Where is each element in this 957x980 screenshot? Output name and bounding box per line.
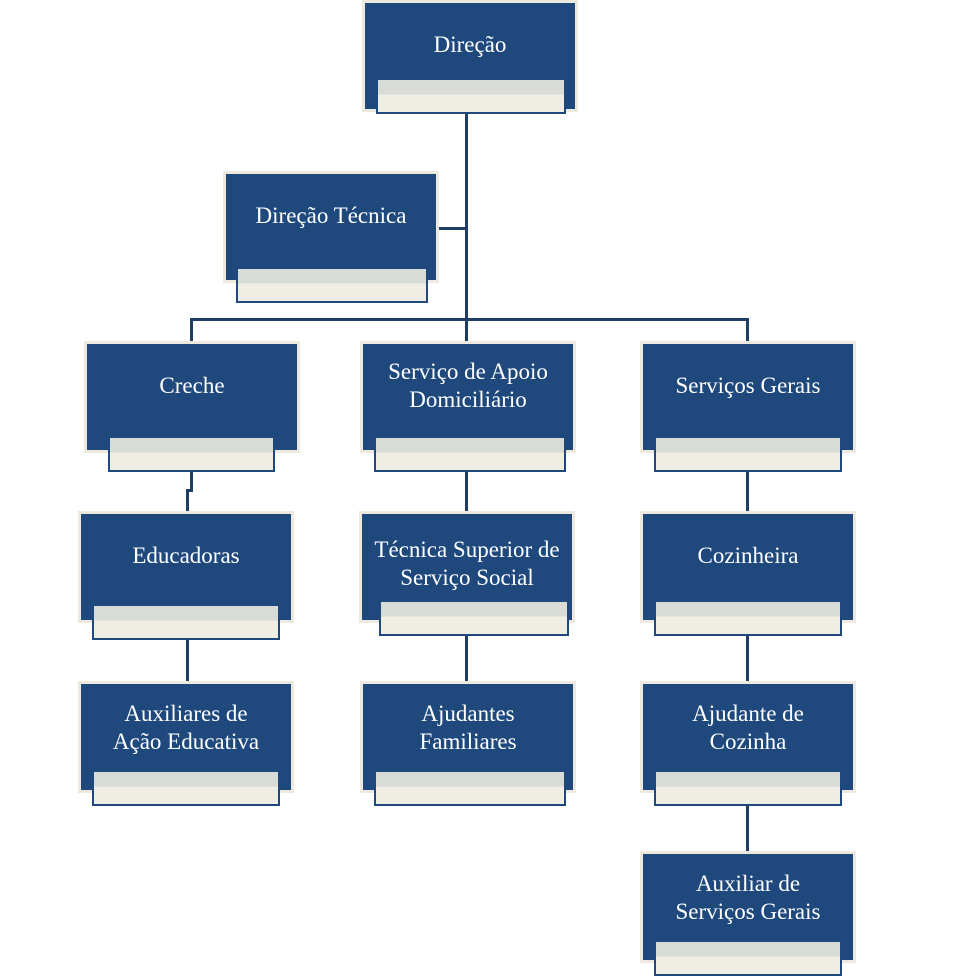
connector-to-creche: [190, 318, 193, 346]
connector-creche-educadoras-b: [186, 489, 193, 492]
node-panel: [654, 436, 842, 472]
node-auxiliar-servicos-gerais: Auxiliar de Serviços Gerais: [643, 854, 853, 976]
node-tecnica-superior: Técnica Superior de Serviço Social: [362, 514, 572, 636]
node-label: Auxiliares de Ação Educativa: [112, 701, 260, 754]
connector-tecnica-ajudantes: [465, 636, 468, 686]
node-direcao: Direção: [365, 3, 575, 114]
node-label: Educadoras: [132, 543, 240, 568]
node-label: Serviços Gerais: [675, 373, 821, 398]
node-educadoras: Educadoras: [81, 514, 291, 640]
node-servico-apoio-domiciliario: Serviço de Apoio Domiciliário: [363, 344, 573, 472]
node-panel: [374, 770, 566, 806]
node-box: [226, 174, 436, 280]
connector-ajudante-auxiliar: [746, 806, 749, 856]
node-panel: [376, 78, 566, 114]
node-label: Direção: [433, 32, 507, 57]
connector-sg-cozinheira: [746, 470, 749, 516]
node-ajudante-cozinha: Ajudante de Cozinha: [643, 684, 853, 806]
node-creche: Creche: [87, 344, 297, 472]
node-label: Direção Técnica: [255, 203, 407, 228]
node-label: Ajudantes Familiares: [419, 701, 517, 754]
connector-cozinheira-ajudante: [746, 636, 749, 686]
node-panel: [92, 770, 280, 806]
connector-creche-educadoras-c: [186, 489, 189, 516]
connector-to-servicos-gerais: [746, 318, 749, 346]
node-panel: [379, 600, 569, 636]
node-label: Cozinheira: [697, 543, 799, 568]
node-cozinheira: Cozinheira: [643, 514, 853, 636]
node-servicos-gerais: Serviços Gerais: [643, 344, 853, 472]
node-direcao-tecnica: Direção Técnica: [226, 174, 436, 303]
node-box: [87, 344, 297, 450]
node-label: Serviço de Apoio Domiciliário: [388, 359, 548, 412]
node-label: Creche: [159, 373, 225, 398]
node-auxiliares-acao-educativa: Auxiliares de Ação Educativa: [81, 684, 291, 806]
node-panel: [654, 600, 842, 636]
node-panel: [654, 770, 842, 806]
node-label: Auxiliar de Serviços Gerais: [675, 871, 821, 924]
connector-direcao-tecnica: [436, 227, 467, 230]
node-panel: [92, 604, 280, 640]
node-panel: [236, 267, 428, 303]
node-panel: [374, 436, 566, 472]
connector-creche-educadoras-a: [190, 470, 193, 492]
node-box: [363, 344, 573, 450]
node-panel: [654, 940, 842, 976]
connector-sad-tecnica: [465, 470, 468, 516]
node-box: [643, 344, 853, 450]
connector-horizontal-bus: [190, 318, 749, 321]
node-panel: [108, 436, 275, 472]
connector-educadoras-auxiliares: [186, 638, 189, 686]
node-label: Técnica Superior de Serviço Social: [374, 537, 560, 590]
node-box: [81, 514, 291, 620]
node-ajudantes-familiares: Ajudantes Familiares: [363, 684, 573, 806]
node-label: Ajudante de Cozinha: [692, 701, 804, 754]
